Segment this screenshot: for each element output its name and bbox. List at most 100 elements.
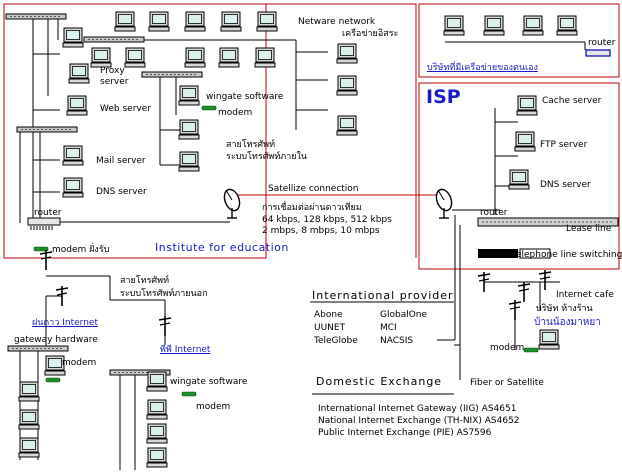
dns-isp-label: DNS server — [540, 180, 591, 190]
pole-1 — [39, 249, 53, 271]
dns-server-left-label: DNS server — [96, 187, 147, 197]
domestic-heading: Domestic Exchange — [316, 375, 443, 388]
cache-server-label: Cache server — [542, 96, 602, 106]
home-pc — [538, 329, 560, 350]
wingate-top-label: wingate software — [206, 92, 284, 102]
company-border — [418, 3, 620, 78]
pc-top-1 — [114, 11, 136, 32]
router-isp — [477, 217, 619, 227]
pp-internet-link[interactable]: พีพี Internet — [160, 345, 211, 355]
provider-2a: UUNET — [314, 323, 346, 333]
pc-top-4 — [220, 11, 242, 32]
isp-wiring — [437, 108, 518, 380]
provider-3a: TeleGlobe — [314, 336, 358, 346]
hub-mid-left — [16, 126, 78, 133]
fandao-modem — [45, 377, 61, 383]
pc-left-1 — [62, 27, 84, 48]
netware-pc-3 — [336, 115, 358, 136]
fiber-label: Fiber or Satellite — [470, 378, 544, 388]
pc-top-10 — [254, 47, 276, 68]
isp-label: ISP — [426, 86, 461, 108]
hub-wingate — [141, 71, 203, 78]
web-server-label: Web server — [100, 104, 151, 114]
cache-server-pc — [516, 95, 538, 116]
proxy-label-2: server — [100, 77, 129, 87]
sat-speed-th: การเชื่อมต่อผ่านดาวเทียม — [262, 203, 362, 213]
pc-top-5 — [256, 11, 278, 32]
pc-top-9 — [218, 47, 240, 68]
modem-bottom-right-label: modem — [490, 343, 525, 353]
router-isp-label: router — [480, 208, 508, 218]
pole-6 — [538, 269, 552, 291]
exchange-3: Public Internet Exchange (PIE) AS7596 — [318, 428, 492, 438]
company-pc-1 — [443, 15, 465, 36]
ftp-server-pc — [514, 131, 536, 152]
exchange-1: International Internet Gateway (IIG) AS4… — [318, 404, 517, 414]
satellite-label: Satellize connection — [268, 184, 359, 194]
home-modem — [523, 347, 539, 353]
telephone-switch — [478, 249, 518, 258]
wingate-client-1 — [178, 119, 200, 140]
external-line-label-2: ระบบโทรศัพท์ภายนอก — [120, 289, 208, 299]
mail-server-pc — [62, 145, 84, 166]
web-server-pc — [66, 95, 88, 116]
pc-top-8 — [184, 47, 206, 68]
hub-top-left — [5, 13, 67, 20]
fandao-pc-2 — [18, 381, 40, 402]
pole-5 — [517, 281, 531, 303]
company-pc-3 — [522, 15, 544, 36]
isp-border — [418, 82, 620, 270]
netware-th-label: เครือข่ายอิสระ — [342, 29, 399, 39]
netware-label: Netware network — [298, 17, 376, 27]
router-top-right-label: router — [588, 38, 616, 48]
exchange-2: National Internet Exchange (TH-NIX) AS46… — [318, 416, 520, 426]
modem-bottom-mid-label: modem — [196, 402, 231, 412]
pp-pc-2 — [146, 399, 168, 420]
pc-top-3 — [184, 11, 206, 32]
institute-label: Institute for education — [155, 241, 289, 254]
pc-top-6 — [90, 47, 112, 68]
pp-wingate-pc — [146, 371, 168, 392]
lease-line-label: Lease line — [566, 224, 612, 234]
proxy-label-1: Proxy — [100, 66, 125, 76]
wingate-pc — [178, 85, 200, 106]
provider-bracket — [310, 301, 460, 395]
gateway-hardware-label: gateway hardware — [14, 335, 98, 345]
intl-provider-heading: International provider — [312, 289, 454, 302]
company-pc-2 — [483, 15, 505, 36]
fandao-link[interactable]: ฝนดาว Internet — [32, 318, 98, 328]
provider-1a: Abone — [314, 310, 343, 320]
internet-cafe-label: Internet cafe — [556, 290, 614, 300]
modem-top-label: modem — [218, 108, 253, 118]
dish-left — [220, 186, 244, 219]
modem-receiver-label: modem ฝั่งรับ — [52, 245, 110, 255]
fandao-pc-3 — [18, 409, 40, 430]
router-left-label: router — [34, 208, 62, 218]
pole-7 — [508, 299, 522, 321]
dns-isp-pc — [508, 169, 530, 190]
ftp-server-label: FTP server — [540, 140, 588, 150]
company-router — [585, 49, 611, 57]
satellite-link — [60, 194, 500, 223]
fandao-pc-4 — [18, 437, 40, 458]
dish-right — [432, 186, 456, 219]
company-own-label: บริษัทที่มีเครือข่ายของตนเอง — [427, 63, 538, 73]
company-wiring — [445, 41, 586, 50]
sat-speed-1: 64 kbps, 128 kbps, 512 kbps — [262, 215, 392, 225]
internal-line-label-1: สายโทรศัพท์ — [226, 140, 275, 150]
hub-top — [83, 36, 145, 43]
mail-server-label: Mail server — [96, 156, 146, 166]
provider-1b: GlobalOne — [380, 310, 428, 320]
provider-3b: NACSIS — [380, 336, 414, 346]
company-shop-label: บริษัท ห้างร้าน — [536, 304, 593, 314]
pole-3 — [158, 315, 172, 337]
wingate-bottom-label: wingate software — [170, 377, 248, 387]
internal-line-label-2: ระบบโทรศัพท์ภายใน — [226, 152, 308, 162]
proxy-server-pc — [68, 63, 90, 84]
telephone-switch-ports — [519, 248, 551, 259]
company-pc-4 — [556, 15, 578, 36]
pp-pc-3 — [146, 423, 168, 444]
router-left — [27, 217, 61, 230]
netware-pc-1 — [336, 43, 358, 64]
